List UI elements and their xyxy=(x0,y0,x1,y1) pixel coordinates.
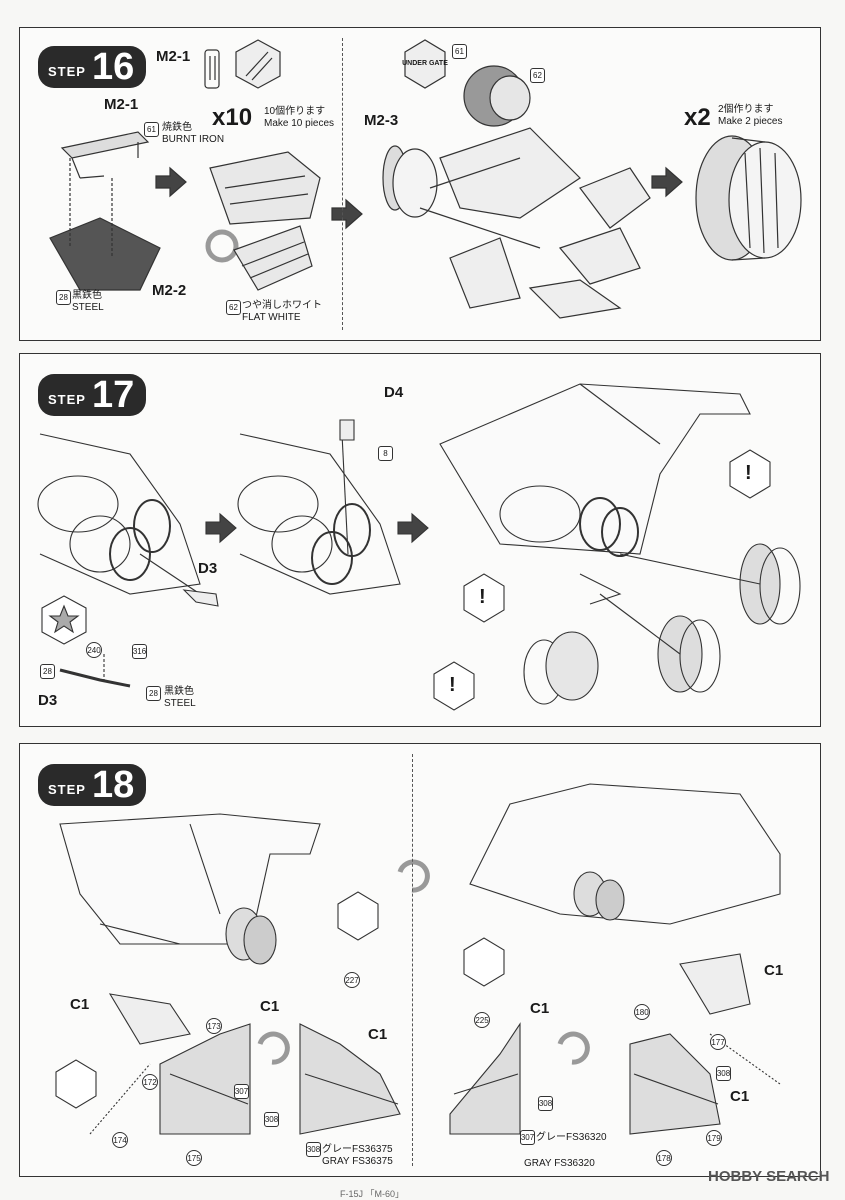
paint-badge: 62 xyxy=(530,68,545,83)
step18-illustration xyxy=(55,783,781,1135)
paint-label-jp: グレーFS36320 xyxy=(536,1132,607,1143)
part-label: C1 xyxy=(730,1088,750,1105)
step16-illustration xyxy=(49,39,802,319)
part-label: C1 xyxy=(530,1000,550,1017)
warning-icon: ! xyxy=(479,586,486,608)
paint-badge: 61 xyxy=(452,44,467,59)
decal-number: 179 xyxy=(706,1130,722,1146)
decal-number: 227 xyxy=(344,972,360,988)
part-label: C1 xyxy=(368,1026,388,1043)
part-label: D4 xyxy=(384,384,404,401)
step18-panel: STEP 18 C1 C1 C1 C1 C1 C1 173 172 307 30… xyxy=(19,743,821,1177)
paint-badge: 8 xyxy=(378,446,393,461)
paint-badge: 308 xyxy=(306,1142,321,1157)
paint-badge: 28 xyxy=(56,290,71,305)
decal-number: 308 xyxy=(716,1066,731,1081)
paint-label-en: BURNT IRON xyxy=(162,134,225,145)
part-label: M2-1 xyxy=(156,48,191,65)
paint-label-jp: グレーFS36375 xyxy=(322,1144,393,1155)
decal-number: 308 xyxy=(264,1112,279,1127)
decal-number: 240 xyxy=(86,642,102,658)
paint-label-jp: 黒鉄色 xyxy=(164,686,194,697)
decal-number: 172 xyxy=(142,1074,158,1090)
warning-icon: ! xyxy=(449,674,456,696)
divider xyxy=(412,754,413,1166)
part-label: M2-3 xyxy=(364,112,399,129)
part-label: D3 xyxy=(38,692,58,709)
part-label: D3 xyxy=(198,560,218,577)
part-label: C1 xyxy=(70,996,90,1013)
decal-number: 173 xyxy=(206,1018,222,1034)
paint-label-jp: 焼鉄色 xyxy=(162,122,192,133)
under-gate-label: UNDER GATE xyxy=(402,60,448,67)
divider xyxy=(342,38,343,330)
page-footer: F-15J 「M-60」 xyxy=(340,1189,405,1199)
part-label: M2-1 xyxy=(104,96,139,113)
paint-badge: 307 xyxy=(520,1130,535,1145)
multiplier: x10 xyxy=(212,104,253,131)
decal-number: 177 xyxy=(710,1034,726,1050)
paint-badge: 62 xyxy=(226,300,241,315)
paint-label-en: FLAT WHITE xyxy=(242,312,301,323)
step-badge: STEP 18 xyxy=(38,764,147,806)
decal-number: 174 xyxy=(112,1132,128,1148)
step-word: STEP xyxy=(48,391,86,407)
step-badge: STEP 17 xyxy=(38,374,147,416)
decal-number: 178 xyxy=(656,1150,672,1166)
part-label: C1 xyxy=(764,962,784,979)
decal-number: 308 xyxy=(538,1096,553,1111)
paint-label-en: STEEL xyxy=(72,302,104,313)
step-number: 18 xyxy=(91,764,135,806)
step-number: 16 xyxy=(91,46,135,88)
part-label: C1 xyxy=(260,998,280,1015)
step17-illustration xyxy=(37,383,801,711)
step-number: 17 xyxy=(91,374,135,416)
step16-panel: STEP 16 M2-1 M2-1 61 焼鉄色 BURNT IRON 28 黒… xyxy=(19,27,821,341)
make-count-jp: 2個作ります xyxy=(718,104,774,115)
watermark: HOBBY SEARCH xyxy=(708,1168,830,1185)
decal-number: 180 xyxy=(634,1004,650,1020)
decal-number: 225 xyxy=(474,1012,490,1028)
paint-label-jp: つや消しホワイト xyxy=(242,300,322,311)
paint-badge: 28 xyxy=(40,664,55,679)
paint-label-jp: 黒鉄色 xyxy=(72,290,102,301)
paint-label-en: STEEL xyxy=(164,698,196,709)
paint-label-en: GRAY FS36375 xyxy=(322,1156,393,1167)
warning-icon: ! xyxy=(745,462,752,484)
step-word: STEP xyxy=(48,63,86,79)
make-count-en: Make 2 pieces xyxy=(718,116,783,127)
paint-badge: 61 xyxy=(144,122,159,137)
make-count-en: Make 10 pieces xyxy=(264,118,335,129)
decal-number: 175 xyxy=(186,1150,202,1166)
step-badge: STEP 16 xyxy=(38,46,147,88)
paint-badge: 28 xyxy=(146,686,161,701)
step-word: STEP xyxy=(48,781,86,797)
make-count-jp: 10個作ります xyxy=(264,106,326,117)
part-label: M2-2 xyxy=(152,282,187,299)
step17-panel: STEP 17 D4 8 D3 240 316 28 D3 28 黒鉄色 STE… xyxy=(19,353,821,727)
decal-number: 316 xyxy=(132,644,147,659)
paint-label-en: GRAY FS36320 xyxy=(524,1158,595,1169)
decal-number: 307 xyxy=(234,1084,249,1099)
multiplier: x2 xyxy=(684,104,711,131)
